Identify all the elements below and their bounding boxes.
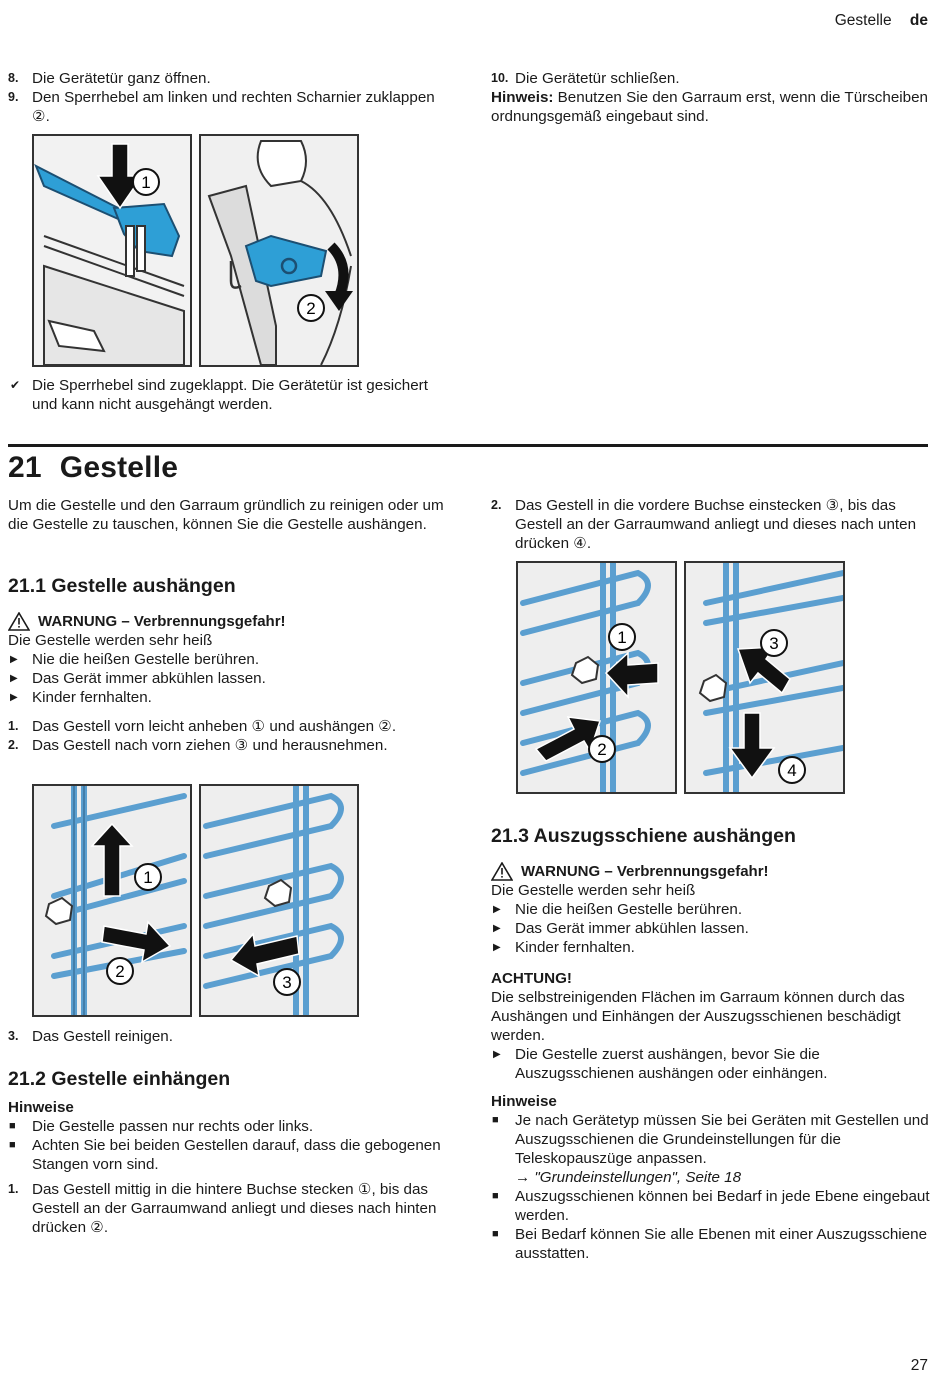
warning-bullet: ▶Das Gerät immer abkühlen lassen. — [493, 920, 749, 937]
steps-top-left: 8.Die Gerätetür ganz öffnen. 9.Den Sperr… — [8, 69, 448, 126]
hint-item: ■Auszugsschienen können bei Bedarf in je… — [492, 1188, 930, 1224]
caution-text: Die selbstreinigenden Flächen im Garraum… — [491, 989, 905, 1044]
step-2-insert: 2.Das Gestell in die vordere Buchse eins… — [491, 497, 917, 552]
svg-text:2: 2 — [597, 740, 606, 759]
header-lang: de — [909, 12, 928, 29]
left-arrow-icon — [229, 932, 300, 978]
warning-intro: Die Gestelle werden sehr heiß — [491, 882, 696, 899]
cross-reference-link[interactable]: → "Grundeinstellungen", Seite 18 — [515, 1169, 742, 1186]
rack-remove-figure-right: 3 — [199, 784, 359, 1017]
result-top: ✔ Die Sperrhebel sind zugeklappt. Die Ge… — [10, 377, 428, 413]
step-10: 10.Die Gerätetür schließen. — [491, 70, 680, 87]
subsection-title: 21.3 Auszugsschiene aushängen — [491, 825, 796, 847]
hint-item: ■Die Gestelle passen nur rechts oder lin… — [9, 1118, 314, 1135]
callout-1: 1 — [141, 173, 150, 192]
hints-label: Hinweise — [8, 1099, 74, 1116]
warning-bullet: ▶Nie die heißen Gestelle berühren. — [10, 651, 260, 668]
warning-intro: Die Gestelle werden sehr heiß — [8, 632, 213, 649]
step-1: 1.Das Gestell mittig in die hintere Buch… — [8, 1181, 437, 1236]
hints-label: Hinweise — [491, 1093, 557, 1110]
hint-item: ■ Je nach Gerätetyp müssen Sie bei Gerät… — [492, 1112, 929, 1186]
rack-insert-figure-right: 3 4 — [684, 561, 845, 794]
warning-heading: WARNUNG – Verbrennungsgefahr! — [491, 862, 931, 881]
subsection-title: 21.1 Gestelle aushängen — [8, 575, 236, 597]
warning-bullet: ▶Nie die heißen Gestelle berühren. — [493, 901, 743, 918]
rack-insert-figure-left: 1 2 — [516, 561, 677, 794]
svg-text:2: 2 — [115, 962, 124, 981]
check-icon: ✔ — [10, 378, 21, 392]
subsection-21-3: 21.3 Auszugsschiene aushängen WARNUNG – … — [491, 824, 931, 1263]
up-left-arrow-icon — [736, 646, 791, 695]
section-intro: Um die Gestelle und den Garraum gründlic… — [8, 497, 444, 533]
step-9: 9.Den Sperrhebel am linken und rechten S… — [8, 89, 435, 125]
page-number: 27 — [910, 1357, 928, 1374]
down-arrow-icon — [96, 143, 144, 210]
warning-bullet: ▶Kinder fernhalten. — [10, 689, 152, 706]
warning-bullet: ▶Das Gerät immer abkühlen lassen. — [10, 670, 266, 687]
rack-remove-figure-left: 1 2 — [32, 784, 192, 1017]
svg-text:4: 4 — [787, 761, 796, 780]
step-8: 8.Die Gerätetür ganz öffnen. — [8, 70, 211, 87]
hint-top: Hinweis: Benutzen Sie den Garraum erst, … — [491, 89, 929, 125]
svg-text:3: 3 — [769, 634, 778, 653]
down-arrow-icon — [728, 712, 776, 780]
up-arrow-icon — [90, 822, 134, 897]
warning-bullet: ▶Kinder fernhalten. — [493, 939, 635, 956]
step-2: 2.Das Gestell nach vorn ziehen ③ und her… — [8, 737, 388, 754]
step-1: 1.Das Gestell vorn leicht anheben ① und … — [8, 718, 397, 735]
svg-text:3: 3 — [282, 973, 291, 992]
subsection-title: 21.2 Gestelle einhängen — [8, 1068, 231, 1090]
hint-item: ■Bei Bedarf können Sie alle Ebenen mit e… — [492, 1226, 928, 1262]
header-section: Gestelle — [834, 12, 892, 29]
right-arrow-icon — [101, 920, 172, 964]
right-arrow-icon — [534, 716, 602, 762]
lever-figure-right: 2 — [199, 134, 359, 367]
callout-2: 2 — [306, 299, 315, 318]
svg-text:1: 1 — [617, 628, 626, 647]
page-header: Gestelle de — [835, 11, 928, 30]
hint-item: ■Achten Sie bei beiden Gestellen darauf,… — [9, 1137, 441, 1173]
step-3: 3.Das Gestell reinigen. — [8, 1028, 173, 1045]
subsection-21-1: 21.1 Gestelle aushängen WARNUNG – Verbre… — [8, 574, 448, 755]
lever-figure-left: 1 — [32, 134, 192, 367]
warning-icon — [491, 862, 513, 881]
warning-icon — [8, 612, 30, 631]
caution-bullet: ▶Die Gestelle zuerst aushängen, bevor Si… — [493, 1046, 828, 1082]
steps-top-right: 10.Die Gerätetür schließen. Hinweis: Ben… — [491, 69, 936, 126]
subsection-21-2: 21.2 Gestelle einhängen Hinweise ■Die Ge… — [8, 1067, 448, 1237]
left-arrow-icon — [604, 651, 659, 699]
caution-title: ACHTUNG! — [491, 970, 572, 987]
svg-text:1: 1 — [143, 868, 152, 887]
section-divider — [8, 444, 928, 447]
warning-heading: WARNUNG – Verbrennungsgefahr! — [8, 612, 448, 631]
